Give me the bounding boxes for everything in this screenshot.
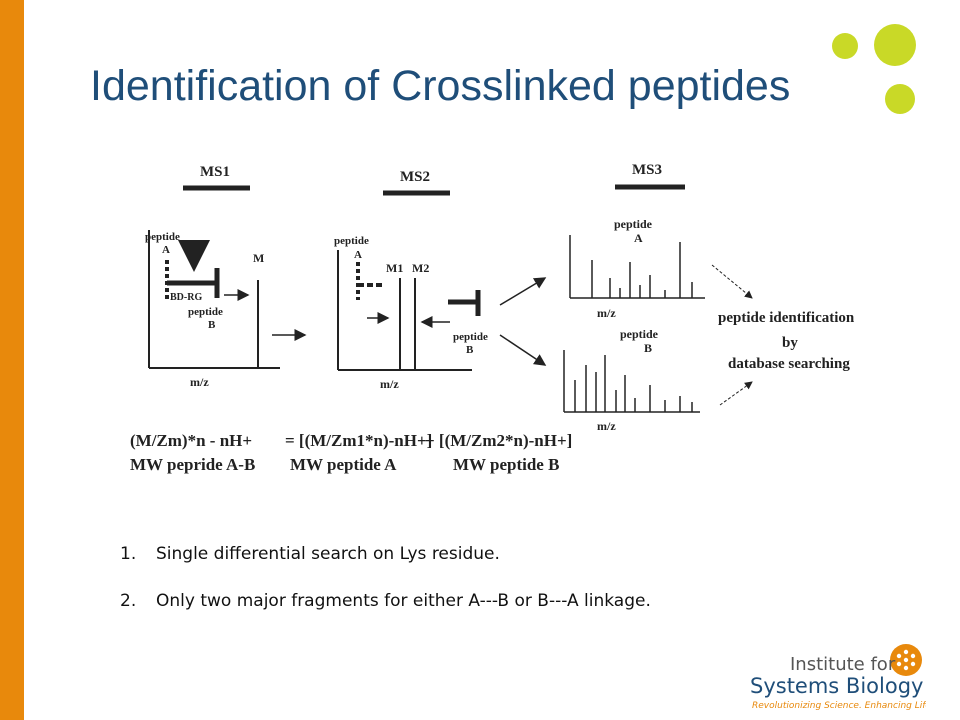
equation-term1: = [(M/Zm1*n)-nH+]	[285, 431, 432, 450]
ms2-to-ms3a-arrow	[499, 277, 547, 306]
decorative-dots	[832, 24, 916, 114]
slide-title: Identification of Crosslinked peptides	[90, 62, 791, 110]
ms1-peptide-a: peptide	[145, 231, 180, 243]
result-line2: by	[782, 335, 798, 351]
logo-line2: Systems Biology	[750, 674, 923, 698]
ms3-top-letter: A	[634, 231, 643, 245]
ms2-heading: MS2	[400, 169, 430, 185]
accent-sidebar	[0, 0, 24, 720]
equation-label2: MW peptide A	[290, 455, 397, 474]
ms3b-to-result-arrow	[719, 381, 753, 406]
result-line1: peptide identification	[718, 310, 855, 326]
ms2-to-ms3b-arrow	[499, 334, 547, 366]
ms1-heading: MS1	[200, 164, 230, 180]
result-line3: database searching	[728, 356, 850, 372]
result-box: peptide identification by database searc…	[718, 310, 855, 372]
ms2-m1-label: M1	[386, 261, 403, 275]
dot-small	[832, 33, 858, 59]
list-item-number: 2.	[120, 591, 137, 611]
ms3-top-peptide: peptide	[614, 217, 653, 231]
ms1-m-label: M	[253, 251, 264, 265]
list-item-text: Single differential search on Lys residu…	[156, 544, 500, 564]
ms1-panel: MS1 peptide A M BD-RG peptide B m/z	[145, 164, 280, 389]
list-item-number: 1.	[120, 544, 137, 564]
ms3-bottom-axis-label: m/z	[597, 419, 616, 433]
ms2-peptide-b-letter: B	[466, 344, 474, 356]
ms1-linker: BD-RG	[170, 292, 202, 303]
ms2-peptide-a-letter: A	[354, 249, 362, 261]
ms2-peptide-b: peptide	[453, 331, 488, 343]
mass-equation: (M/Zm)*n - nH+ = [(M/Zm1*n)-nH+] + [(M/Z…	[130, 431, 572, 474]
equation-lhs: (M/Zm)*n - nH+	[130, 431, 252, 450]
list-item: 1. Single differential search on Lys res…	[120, 544, 651, 564]
ms1-axis-label: m/z	[190, 375, 209, 389]
ms3a-to-result-arrow	[711, 264, 753, 299]
ms2-panel: MS2 peptide A M1 M2 peptide B m/z	[334, 169, 488, 391]
logo-line1: Institute for	[790, 654, 896, 675]
ms3-bottom-peptide: peptide	[620, 327, 659, 341]
list-item: 2. Only two major fragments for either A…	[120, 591, 651, 611]
dot-large	[874, 24, 916, 66]
ms1-peptide-b: peptide	[188, 306, 223, 318]
logo-tagline: Revolutionizing Science. Enhancing Life.	[752, 701, 926, 711]
ms1-peptide-b-letter: B	[208, 319, 216, 331]
ms1-peptide-a-letter: A	[162, 244, 170, 256]
ms2-axis-label: m/z	[380, 377, 399, 391]
ms3-bottom-letter: B	[644, 341, 652, 355]
dot-medium	[885, 84, 915, 114]
equation-term2: + [(M/Zm2*n)-nH+]	[425, 431, 572, 450]
ms3-heading: MS3	[632, 162, 662, 178]
ms3-top-axis-label: m/z	[597, 306, 616, 320]
isb-logo: Institute for Systems Biology Revolution…	[750, 644, 926, 711]
equation-label1: MW pepride A-B	[130, 455, 255, 474]
ms2-m2-label: M2	[412, 261, 429, 275]
ms3-panel: MS3 peptide A m/z peptide B	[563, 162, 705, 433]
ms2-peptide-a: peptide	[334, 235, 369, 247]
crosslink-figure: MS1 peptide A M BD-RG peptide B m/z MS2 …	[130, 162, 855, 474]
equation-label3: MW peptide B	[453, 455, 559, 474]
list-item-text: Only two major fragments for either A---…	[156, 591, 651, 611]
bullet-list: 1. Single differential search on Lys res…	[120, 544, 651, 638]
